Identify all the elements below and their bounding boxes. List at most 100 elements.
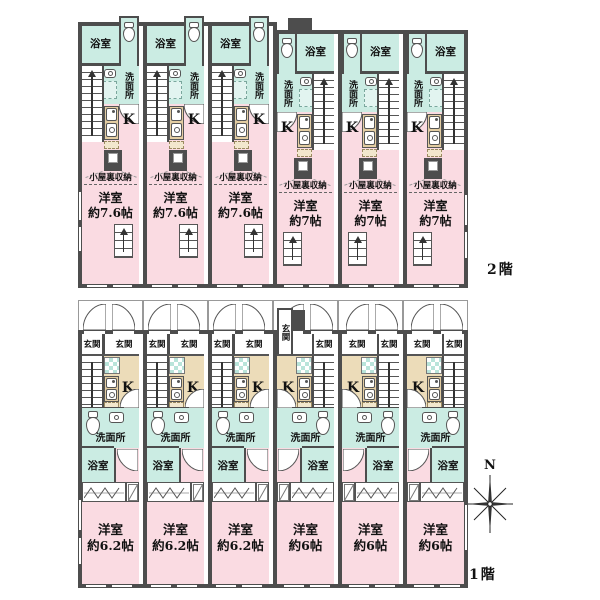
window — [177, 584, 197, 588]
wall — [464, 330, 468, 588]
wall — [362, 71, 399, 74]
wall — [143, 22, 147, 288]
stairs-arrow-icon — [91, 362, 93, 418]
wall — [147, 354, 204, 356]
door-arc-icon — [375, 304, 398, 330]
room-label: 洋室 — [98, 191, 123, 205]
stairs-arrow-icon — [221, 362, 223, 418]
compass-rose-icon — [467, 475, 513, 533]
door-arc-icon — [242, 304, 265, 330]
wall — [403, 30, 468, 34]
bathroom-room — [212, 448, 244, 482]
door-arc-icon — [278, 449, 299, 471]
bathroom-label: 浴室 — [437, 459, 459, 472]
tile-floor — [169, 357, 185, 374]
room-size-label: 約6帖 — [418, 537, 453, 553]
stove-icon — [112, 380, 115, 383]
door-arc-icon — [177, 304, 200, 330]
wall — [208, 284, 273, 288]
wall — [432, 446, 464, 449]
washroom-label: 洗面所 — [282, 79, 292, 107]
attic-storage-label: 小屋裏収納 — [349, 180, 392, 191]
closet — [420, 482, 464, 502]
closet — [212, 482, 256, 502]
door-arc-icon — [184, 104, 204, 124]
attic-boundary-line — [409, 192, 462, 193]
bathroom-label: 浴室 — [372, 459, 394, 472]
stove-icon — [370, 118, 373, 121]
bathroom-label: 浴室 — [307, 459, 329, 472]
stairs-arrow-icon — [184, 228, 193, 235]
entrance-label: 玄関 — [380, 340, 398, 350]
door-arc-icon — [247, 449, 268, 471]
wall — [212, 63, 249, 66]
bathroom-label: 浴室 — [90, 38, 111, 50]
closet — [147, 482, 191, 502]
wall — [377, 355, 379, 407]
wall — [208, 22, 273, 26]
sink-icon — [173, 391, 180, 398]
doorway — [214, 330, 235, 334]
wall — [102, 355, 104, 407]
room-size-label: 約6.2帖 — [87, 537, 134, 553]
wall — [367, 446, 399, 449]
wall — [312, 355, 314, 407]
tile-floor — [296, 357, 312, 374]
entrance-label: 玄関 — [348, 340, 366, 350]
room-size-label: 約6帖 — [288, 537, 323, 553]
entrance-label: 玄関 — [315, 340, 333, 350]
entrance-label: 玄関 — [445, 340, 463, 350]
attic-hatch-icon — [108, 153, 118, 163]
sink-icon — [368, 79, 374, 84]
window — [414, 584, 434, 588]
sink-icon — [238, 127, 245, 133]
window — [284, 584, 304, 588]
room-label: 洋室 — [293, 199, 318, 213]
wall — [167, 355, 169, 407]
room-label: 洋室 — [228, 191, 253, 205]
wall — [179, 448, 181, 482]
door-arc-icon — [343, 449, 364, 471]
window — [78, 227, 82, 251]
wall — [377, 73, 379, 150]
sink-icon — [107, 71, 113, 76]
window — [152, 284, 172, 288]
bathroom-room — [147, 448, 179, 482]
stairs-arrow-icon — [288, 236, 297, 243]
door-arc-icon — [83, 304, 106, 330]
stairs-arrow-icon — [418, 236, 427, 243]
hanger-rail-icon — [356, 485, 397, 499]
door-arc-icon — [112, 304, 135, 330]
attic-boundary-line — [344, 192, 397, 193]
doorway — [149, 330, 170, 334]
stairs-arrow-icon — [218, 70, 226, 77]
stairs-arrow-icon — [385, 78, 393, 85]
room-label: 洋室 — [227, 521, 253, 537]
window — [242, 584, 262, 588]
bathroom-room — [427, 34, 464, 71]
door-arc-icon — [440, 304, 463, 330]
stairs-arrow-icon — [388, 362, 390, 418]
sink-icon — [238, 391, 245, 398]
wall — [244, 448, 246, 482]
wall — [232, 355, 234, 407]
wall — [143, 22, 208, 26]
pipe-space-icon — [192, 483, 203, 501]
window — [86, 584, 106, 588]
compass: N — [462, 458, 518, 538]
wall — [407, 354, 464, 356]
window — [310, 584, 330, 588]
refrigerator-space — [234, 141, 249, 149]
wall — [427, 71, 464, 74]
window — [464, 195, 468, 225]
sink-icon — [179, 415, 184, 420]
wall — [403, 30, 407, 288]
wall — [441, 334, 444, 354]
wall — [338, 284, 403, 288]
